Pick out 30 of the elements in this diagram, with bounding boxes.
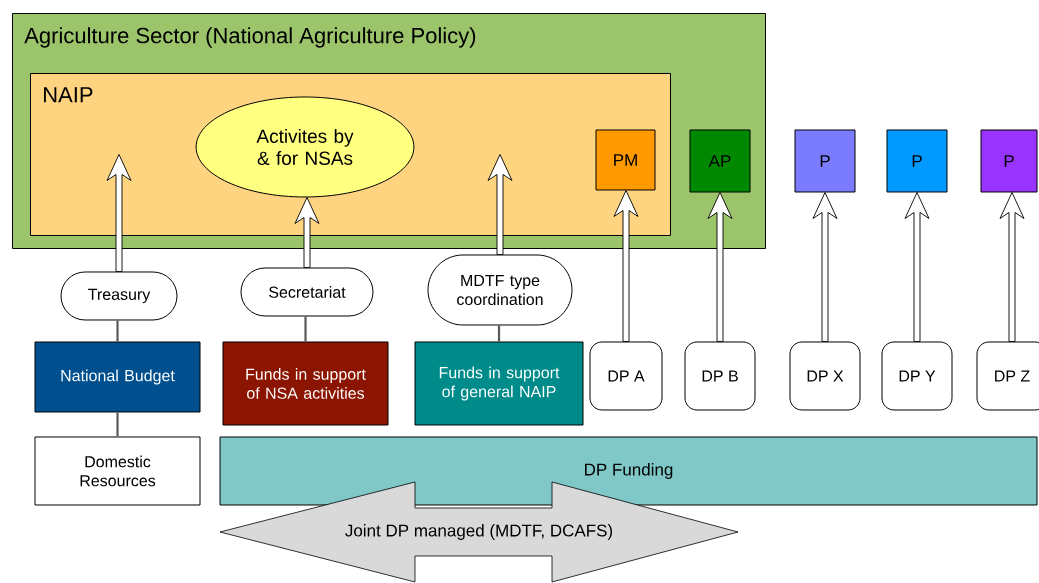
connector-line [497, 325, 501, 342]
block-arrow [294, 197, 320, 268]
channel-pill: MDTF type coordination [427, 254, 573, 326]
funding-band: DP Funding [219, 436, 1038, 506]
channel-pill: Treasury [60, 271, 178, 321]
donor-box: DP B [684, 341, 756, 411]
donor-box: DP A [589, 341, 663, 411]
block-arrow [487, 154, 513, 255]
project-box: P [886, 129, 948, 193]
resources-box: Domestic Resources [34, 436, 201, 506]
project-box: PM [595, 129, 656, 191]
channel-pill: Secretariat [240, 267, 374, 317]
block-arrow [999, 192, 1025, 342]
project-box: AP [689, 129, 751, 193]
block-arrow [904, 192, 930, 342]
funding-box: National Budget [34, 341, 201, 413]
project-box: P [980, 129, 1038, 193]
funding-box: Funds in support of general NAIP [414, 341, 584, 426]
block-arrow [707, 192, 733, 342]
donor-box: DP Z [976, 341, 1039, 411]
block-arrow [613, 190, 639, 342]
block-arrow [812, 192, 838, 342]
connector-line [304, 316, 307, 342]
donor-box: DP Y [881, 341, 953, 411]
connector-line [116, 320, 119, 342]
connector-line [116, 412, 119, 437]
project-box: P [794, 129, 856, 193]
funding-box: Funds in support of NSA activities [222, 341, 389, 426]
donor-box: DP X [789, 341, 861, 411]
block-arrow [106, 154, 132, 272]
